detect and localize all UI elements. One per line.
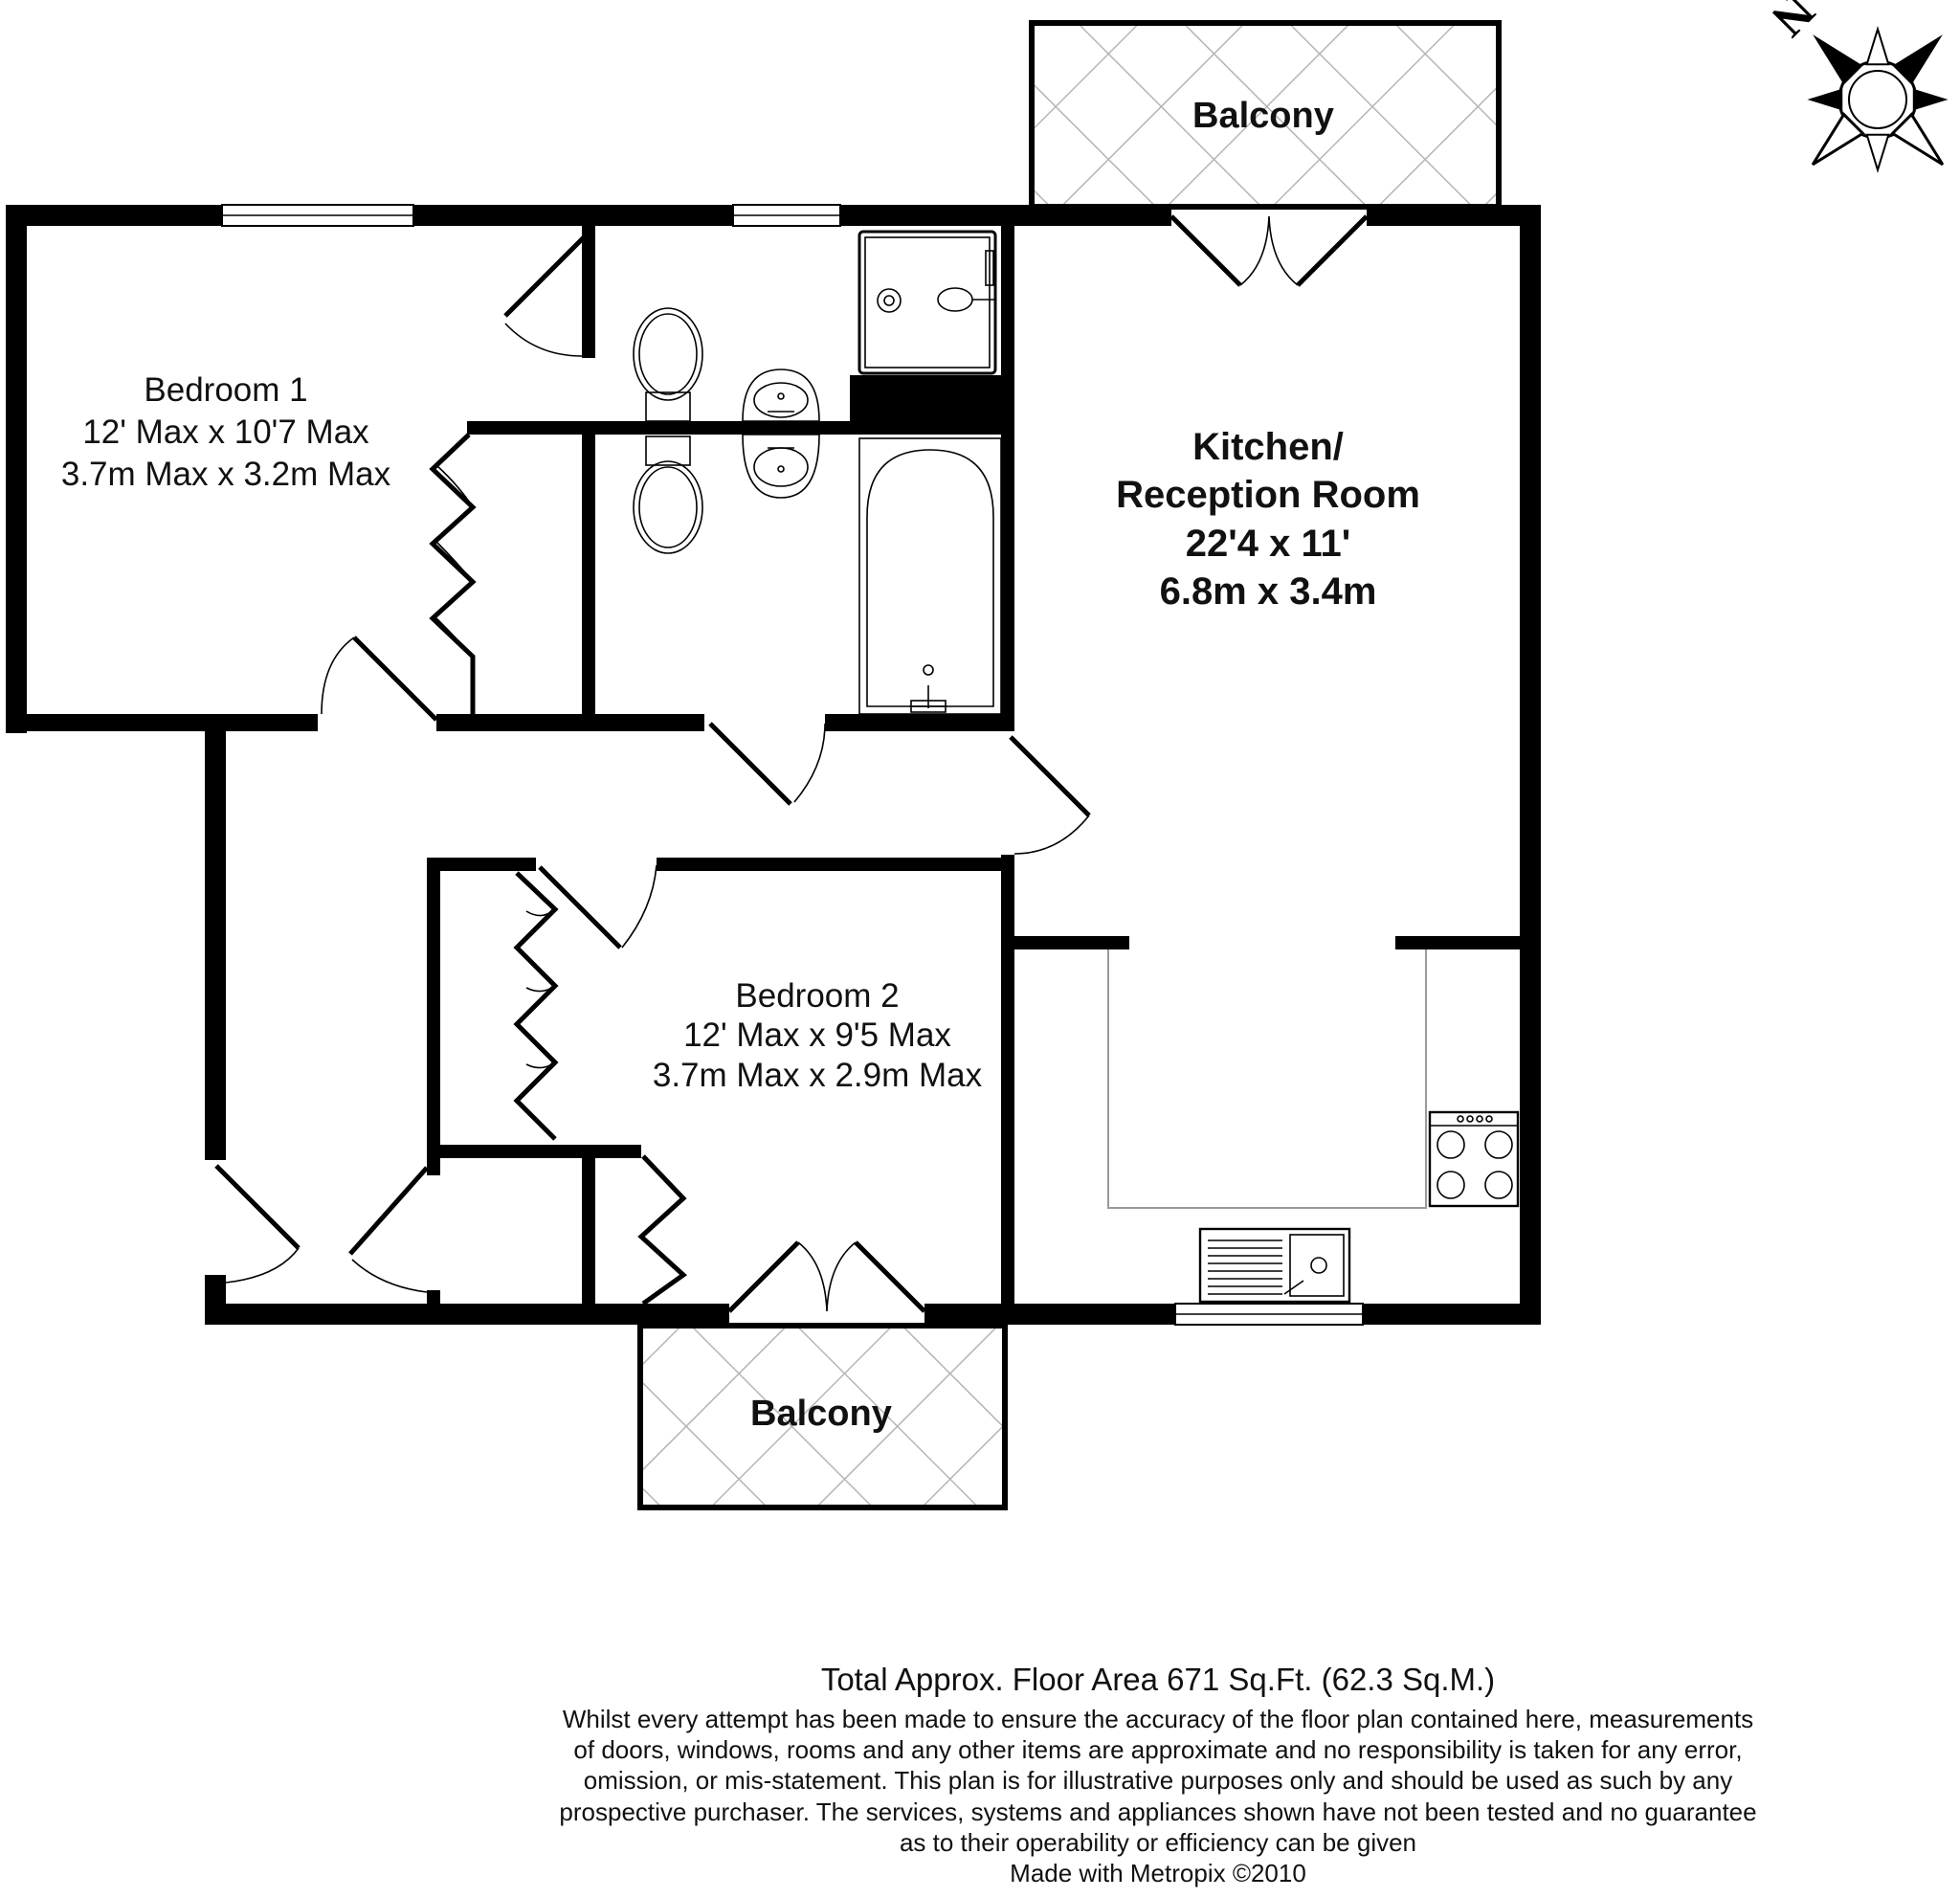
balcony-top (1029, 20, 1502, 210)
kitchen-label: Kitchen/ Reception Room 22'4 x 11' 6.8m … (1072, 423, 1464, 616)
kitchen-imperial: 22'4 x 11' (1185, 522, 1351, 565)
disclaimer-line: of doors, windows, rooms and any other i… (573, 1735, 1743, 1765)
kitchen-fittings (1107, 949, 1520, 1304)
kitchen-metric: 6.8m x 3.4m (1159, 570, 1377, 614)
disclaimer-line: Whilst every attempt has been made to en… (562, 1705, 1754, 1733)
compass-north-label: N (1761, 0, 1825, 47)
bedroom2-name: Bedroom 2 (735, 977, 900, 1015)
balcony-top-label: Balcony (1192, 96, 1334, 136)
bedroom2-label: Bedroom 2 12' Max x 9'5 Max 3.7m Max x 2… (618, 976, 1016, 1095)
walls (6, 205, 1541, 1325)
kitchen-name-line2: Reception Room (1116, 474, 1420, 517)
disclaimer: Whilst every attempt has been made to en… (412, 1704, 1904, 1888)
bedroom1-label: Bedroom 1 12' Max x 10'7 Max 3.7m Max x … (29, 369, 423, 496)
balcony-bottom (637, 1323, 1008, 1510)
kitchen-name-line1: Kitchen/ (1192, 426, 1344, 468)
bathroom-fixtures (633, 230, 1002, 715)
disclaimer-line: omission, or mis-statement. This plan is… (583, 1766, 1733, 1796)
balcony-bottom-label: Balcony (750, 1394, 892, 1434)
bedroom1-metric: 3.7m Max x 3.2m Max (60, 456, 391, 494)
bedroom1-name: Bedroom 1 (144, 371, 308, 409)
disclaimer-line: as to their operability or efficiency ca… (899, 1827, 1417, 1857)
footer: Total Approx. Floor Area 671 Sq.Ft. (62.… (412, 1662, 1904, 1888)
compass-icon: N (1761, 0, 1949, 173)
doors (214, 214, 1369, 1313)
bedroom2-metric: 3.7m Max x 2.9m Max (652, 1056, 983, 1094)
disclaimer-line: prospective purchaser. The services, sys… (559, 1797, 1757, 1826)
credit: Made with Metropix ©2010 (1010, 1859, 1306, 1888)
total-floor-area: Total Approx. Floor Area 671 Sq.Ft. (62.… (820, 1662, 1496, 1697)
windows (221, 204, 1364, 1326)
bedroom2-imperial: 12' Max x 9'5 Max (683, 1016, 951, 1055)
bedroom1-imperial: 12' Max x 10'7 Max (82, 413, 369, 452)
